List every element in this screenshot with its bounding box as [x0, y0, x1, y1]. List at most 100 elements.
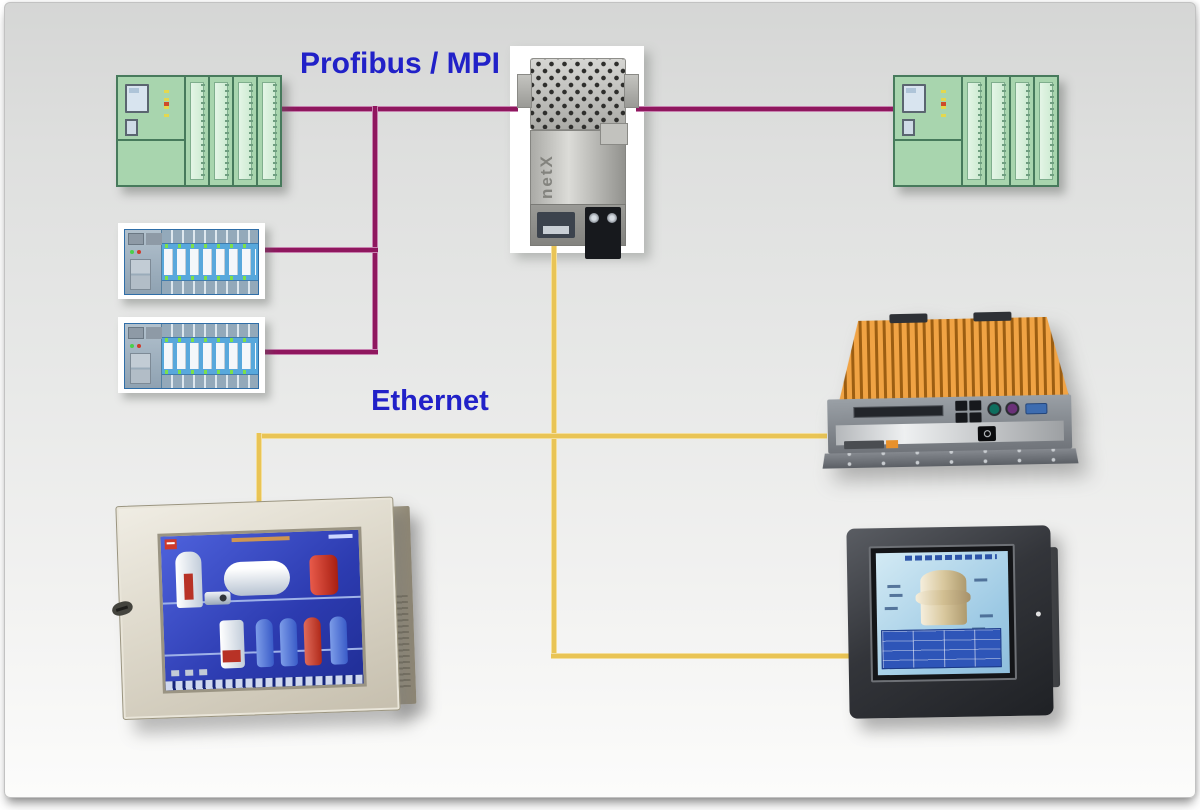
io-led-row — [164, 244, 256, 248]
io-led-row — [164, 276, 256, 280]
plc-led-column — [164, 90, 169, 118]
hmi-status-led — [1035, 611, 1041, 617]
scada-button — [199, 669, 208, 676]
io-terminal-slats — [163, 343, 256, 369]
plc-left-power-supply — [118, 77, 186, 185]
plc-display — [902, 84, 926, 113]
panelpc-scada-screen — [157, 526, 367, 694]
plc-left — [116, 75, 282, 187]
remote-io-device — [124, 323, 259, 389]
scada-red-tank — [309, 554, 339, 596]
panel-pc — [110, 496, 417, 721]
profibus-line-gateway-to-plc-right — [636, 106, 897, 112]
hmi-annotation — [979, 614, 993, 618]
boxpc-top-clip — [889, 313, 928, 324]
profibus-mpi-label: Profibus / MPI — [299, 47, 500, 80]
plc-display — [125, 84, 149, 113]
hmi-panel — [846, 525, 1061, 719]
panelpc-front-bezel — [110, 496, 401, 721]
plc-io-module — [963, 77, 987, 185]
io-terminal-block-row — [161, 324, 258, 388]
box-pc — [823, 310, 1074, 473]
scada-logo — [164, 539, 177, 550]
hmi-tank-graphic — [919, 570, 967, 626]
boxpc-top-clip — [973, 311, 1012, 322]
scada-title-bar — [231, 536, 290, 543]
plc-right-module-row — [963, 77, 1057, 185]
ethernet-line-horizontal-to-boxpc — [256, 433, 827, 439]
scada-cylinder — [279, 617, 299, 667]
plc-io-module — [258, 77, 280, 185]
boxpc-usb-ports — [955, 400, 982, 423]
profibus-line-plc-left-to-gateway — [278, 106, 518, 112]
gateway-base — [530, 204, 626, 259]
io-terminal-bottom-row — [161, 280, 258, 294]
plc-io-module — [210, 77, 234, 185]
io-green-led — [130, 250, 134, 254]
boxpc-ps2-port-green — [987, 401, 1002, 417]
boxpc-front-panel — [827, 394, 1073, 454]
scada-clock — [328, 533, 353, 539]
profibus-branch-io2 — [245, 349, 378, 355]
gateway-side-connector-right — [624, 74, 639, 108]
profibus-branch-io1 — [245, 247, 378, 253]
hmi-data-table — [881, 628, 1002, 670]
plc-right-power-supply — [895, 77, 963, 185]
hmi-annotation — [889, 594, 903, 598]
io-bus-coupler — [125, 324, 162, 388]
remote-io-device — [124, 229, 259, 295]
boxpc-ps2-port-purple — [1005, 401, 1020, 416]
panelpc-key-lock — [110, 599, 135, 619]
scada-cylinder — [255, 618, 275, 668]
gateway-body: netX — [530, 123, 628, 206]
power-terminal-block — [585, 207, 621, 259]
plc-key-switch — [902, 119, 915, 136]
scada-button — [171, 670, 180, 677]
scada-filling-vessel — [219, 619, 246, 669]
ethernet-line-bottom-to-hmi — [551, 653, 853, 659]
scada-pump — [204, 591, 231, 606]
hmi-screen — [875, 550, 1010, 676]
boxpc-vga-port — [1025, 402, 1048, 415]
io-red-led — [137, 344, 141, 348]
io-terminal-top-row — [161, 324, 258, 338]
io-green-led — [130, 344, 134, 348]
gateway-side-connector-left — [517, 74, 532, 108]
boxpc-logo-orange-chip — [885, 440, 899, 449]
plc-io-module — [186, 77, 210, 185]
plc-io-module — [1035, 77, 1057, 185]
plc-left-module-row — [186, 77, 280, 185]
hmi-screen-bezel — [868, 543, 1018, 683]
scada-vessel — [174, 551, 203, 609]
profibus-gateway: netX — [510, 46, 644, 259]
plc-key-switch — [125, 119, 138, 136]
io-terminal-slats — [163, 249, 256, 275]
plc-led-column — [941, 90, 946, 118]
plc-right — [893, 75, 1059, 187]
plc-io-module — [987, 77, 1011, 185]
boxpc-heatsink-fins — [837, 317, 1069, 402]
hmi-annotation — [973, 578, 987, 582]
plc-io-module — [234, 77, 258, 185]
ethernet-rj45-port — [537, 212, 575, 238]
hmi-annotation — [884, 606, 898, 610]
gateway-latch — [600, 123, 628, 145]
diagram-slide: Profibus / MPI Ethernet — [4, 2, 1196, 798]
boxpc-logo — [844, 440, 885, 450]
scada-button — [185, 669, 194, 676]
io-led-row — [164, 338, 256, 342]
io-led-row — [164, 370, 256, 374]
io-red-led — [137, 250, 141, 254]
hmi-screen-title — [904, 554, 998, 561]
profibus-trunk-line — [372, 106, 378, 355]
remote-io-2 — [118, 317, 265, 393]
ethernet-line-gateway-down — [551, 201, 557, 659]
scada-toolbar — [165, 674, 364, 691]
ethernet-label: Ethernet — [371, 385, 489, 417]
io-terminal-block-row — [161, 230, 258, 294]
scada-horizontal-tank — [223, 560, 291, 597]
io-bus-coupler — [125, 230, 162, 294]
io-terminal-top-row — [161, 230, 258, 244]
hmi-annotation — [886, 584, 900, 588]
remote-io-1 — [118, 223, 265, 299]
